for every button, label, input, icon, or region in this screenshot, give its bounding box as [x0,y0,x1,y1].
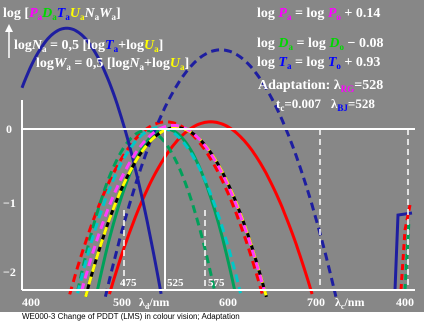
formula-right-1: log Pa = log Po + 0.14 [257,6,380,22]
curve-cyan-dashed-8 [76,126,242,294]
tick-525: 525 [167,277,184,289]
formula-right-2: log Da = log Do − 0.08 [257,36,384,52]
x-label-d: λd/nm [139,295,169,311]
title-line: log [PaDaTaUaNaWa] [3,6,121,22]
tick-575: 575 [208,277,225,289]
y-tick-1: −1 [3,196,16,210]
x-tick-500: 500 [113,295,131,309]
curve-fragment-right-1 [399,204,412,291]
x-tick-700: 700 [307,295,325,309]
tick-475: 475 [120,277,137,289]
y-tick-0: 0 [6,122,12,136]
adaptation-line: Adaptation: λRG=528 [258,78,383,94]
curve-fragment-right-2 [403,219,411,291]
formula-line-3: logWa = 0,5 [logNa+logUa] [36,56,189,72]
curve-magenta-dashed-9 [80,123,266,292]
x-tick-400: 400 [22,295,40,309]
x-tick-600: 600 [219,295,237,309]
formula-line-2: logNa = 0,5 [logTa+logUa] [14,38,163,54]
x-tick-400-right: 400 [396,295,414,309]
curve-blue-dashed-5 [103,48,338,298]
figure-caption: WE000-3 Change of PDDT (LMS) in colour v… [22,312,240,321]
bottom-strip [0,312,424,324]
y-tick-2: −2 [3,265,16,279]
formula-right-3: log Ta = log To + 0.93 [257,55,380,71]
curve-green-dashed-3 [76,129,217,292]
up-arrow-head-icon [5,24,13,32]
x-label-c: λc/nm [335,295,364,311]
